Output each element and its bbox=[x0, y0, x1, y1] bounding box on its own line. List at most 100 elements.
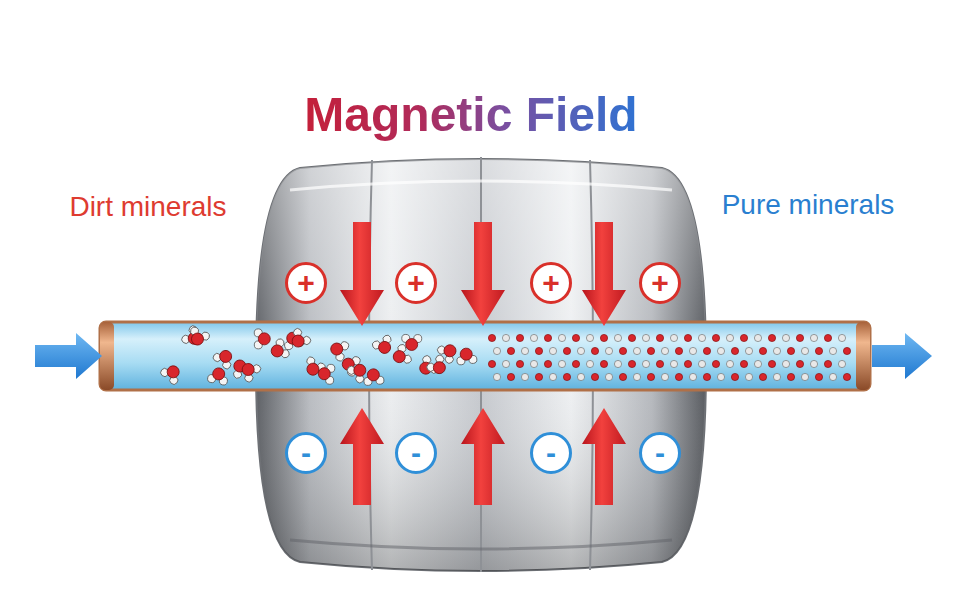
mineral-ion bbox=[754, 360, 761, 367]
mineral-ion bbox=[661, 373, 668, 380]
mineral-ion bbox=[507, 373, 514, 380]
flow-arrow-out bbox=[872, 333, 932, 379]
mineral-ion bbox=[843, 347, 850, 354]
mineral-ion bbox=[600, 360, 607, 367]
oxygen-atom bbox=[442, 342, 459, 359]
oxygen-atom bbox=[318, 367, 331, 380]
mineral-ion bbox=[544, 334, 551, 341]
water-molecule bbox=[371, 334, 396, 358]
oxygen-atom bbox=[240, 361, 257, 378]
mineral-ion bbox=[740, 334, 747, 341]
mineral-ion bbox=[787, 373, 794, 380]
oxygen-atom bbox=[290, 333, 307, 350]
water-molecule bbox=[456, 347, 478, 365]
water-molecule bbox=[212, 346, 238, 371]
field-arrow-down bbox=[340, 222, 384, 326]
mineral-ion bbox=[544, 360, 551, 367]
oxygen-atom bbox=[431, 359, 448, 376]
mineral-ion bbox=[759, 373, 766, 380]
mineral-ion bbox=[675, 347, 682, 354]
mineral-ion bbox=[759, 347, 766, 354]
mineral-ion bbox=[619, 347, 626, 354]
pipe-copper-end bbox=[100, 322, 114, 390]
mineral-ion bbox=[628, 334, 635, 341]
oxygen-atom bbox=[165, 363, 182, 380]
mineral-ion bbox=[703, 347, 710, 354]
charge-sign: - bbox=[655, 438, 665, 468]
mineral-ion bbox=[661, 347, 668, 354]
water-molecule bbox=[186, 326, 211, 349]
mineral-ion bbox=[731, 373, 738, 380]
mineral-ion bbox=[563, 373, 570, 380]
mineral-ion bbox=[740, 360, 747, 367]
mineral-ion bbox=[689, 347, 696, 354]
mineral-ion bbox=[675, 373, 682, 380]
mineral-ion bbox=[796, 334, 803, 341]
field-arrows bbox=[340, 222, 626, 505]
mineral-ion bbox=[558, 360, 565, 367]
mineral-ion bbox=[670, 360, 677, 367]
mineral-ion bbox=[493, 373, 500, 380]
mineral-ion bbox=[824, 360, 831, 367]
mineral-ion bbox=[656, 334, 663, 341]
oxygen-atom bbox=[217, 348, 234, 365]
water-molecule bbox=[402, 334, 422, 350]
flow-arrows bbox=[35, 333, 932, 379]
mineral-ion bbox=[684, 360, 691, 367]
charge-circle: - bbox=[285, 432, 327, 474]
charge-sign: + bbox=[407, 268, 425, 298]
mineral-ion bbox=[530, 334, 537, 341]
field-arrow-down bbox=[461, 222, 505, 326]
mineral-ion bbox=[502, 334, 509, 341]
mineral-ion bbox=[829, 347, 836, 354]
water-molecule bbox=[317, 363, 335, 384]
mineral-ion bbox=[549, 347, 556, 354]
charge-circle: + bbox=[395, 262, 437, 304]
oxygen-atom bbox=[212, 367, 226, 381]
mineral-ion bbox=[829, 373, 836, 380]
oxygen-atom bbox=[460, 348, 473, 361]
mineral-ion bbox=[530, 360, 537, 367]
mineral-ion bbox=[647, 347, 654, 354]
field-arrow-down bbox=[582, 222, 626, 326]
mineral-ion bbox=[712, 360, 719, 367]
mineral-ion bbox=[801, 373, 808, 380]
mineral-ion bbox=[754, 334, 761, 341]
field-arrow-up bbox=[582, 408, 626, 505]
mineral-ion bbox=[773, 373, 780, 380]
mineral-ion bbox=[558, 334, 565, 341]
charge-sign: + bbox=[651, 268, 669, 298]
mineral-ion bbox=[488, 360, 495, 367]
mineral-ion bbox=[703, 373, 710, 380]
mineral-ion bbox=[642, 334, 649, 341]
field-arrow-up bbox=[461, 408, 505, 505]
mineral-ion bbox=[614, 334, 621, 341]
mineral-ion bbox=[614, 360, 621, 367]
mineral-ion bbox=[521, 347, 528, 354]
mineral-ion bbox=[815, 373, 822, 380]
charge-circle: + bbox=[639, 262, 681, 304]
mineral-ion bbox=[787, 347, 794, 354]
mineral-ion bbox=[628, 360, 635, 367]
mineral-ion bbox=[507, 347, 514, 354]
mineral-ion bbox=[712, 334, 719, 341]
mineral-ion bbox=[782, 334, 789, 341]
mineral-ion bbox=[516, 360, 523, 367]
mineral-ion bbox=[656, 360, 663, 367]
mineral-ion bbox=[768, 334, 775, 341]
mineral-ion bbox=[591, 347, 598, 354]
mineral-ion bbox=[642, 360, 649, 367]
water-molecule bbox=[159, 361, 185, 386]
mineral-ion bbox=[605, 373, 612, 380]
mineral-ion bbox=[488, 334, 495, 341]
mineral-ion bbox=[619, 373, 626, 380]
mineral-ion bbox=[838, 334, 845, 341]
mineral-ion bbox=[586, 334, 593, 341]
mineral-ion bbox=[843, 373, 850, 380]
mineral-ion bbox=[717, 373, 724, 380]
mineral-ion bbox=[633, 347, 640, 354]
water-molecule bbox=[254, 329, 270, 349]
charge-circle: + bbox=[285, 262, 327, 304]
charge-circle: - bbox=[530, 432, 572, 474]
